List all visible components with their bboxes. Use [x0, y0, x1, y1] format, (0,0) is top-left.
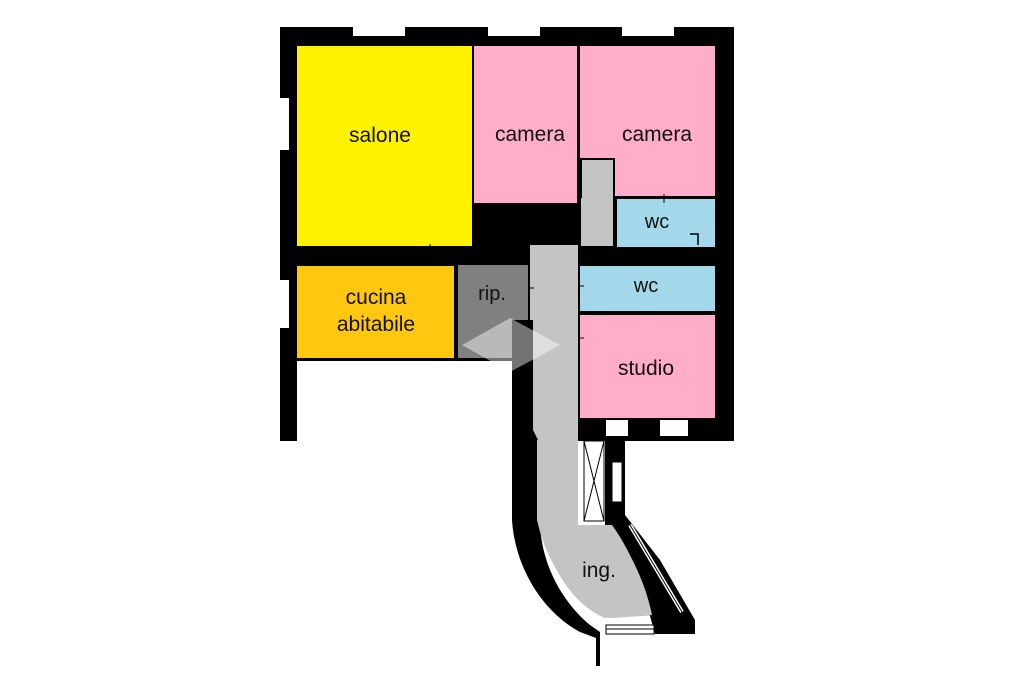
shaft-cross-2	[583, 440, 605, 522]
window-studio-bottom-2	[660, 420, 688, 436]
label-wc-1: wc	[644, 211, 669, 233]
window-salone-left	[280, 98, 289, 150]
window-salone-top	[353, 27, 405, 36]
window-studio-bottom-1	[606, 420, 628, 436]
label-camera-1: camera	[495, 123, 565, 146]
label-studio: studio	[618, 357, 674, 380]
window-camera2-top	[622, 27, 674, 36]
entrance-window-line-2	[629, 524, 683, 613]
wc-1-step	[690, 233, 699, 245]
label-cucina-line1: cucina	[346, 286, 407, 309]
exterior-below-left	[297, 382, 512, 442]
watermark-logo	[462, 318, 560, 372]
corridor-niche-inner	[582, 160, 613, 246]
corridor-south	[530, 245, 578, 440]
entrance-hall-fill	[540, 440, 652, 618]
window-camera1-top	[488, 27, 540, 36]
label-camera-2: camera	[622, 123, 692, 146]
west-wall-extension	[280, 355, 297, 382]
label-cucina-line2: abitabile	[337, 313, 415, 336]
room-cucina	[297, 266, 454, 358]
shaft-window	[611, 461, 623, 503]
entrance-outer-wall	[512, 320, 600, 666]
label-wc-2: wc	[633, 275, 658, 297]
label-ripostiglio: rip.	[478, 283, 506, 305]
room-salone	[297, 46, 472, 246]
room-wc-2	[580, 266, 715, 311]
label-ingresso: ing.	[582, 559, 616, 582]
room-camera-1	[474, 46, 577, 203]
label-salone: salone	[349, 124, 411, 147]
window-cucina-left	[280, 280, 289, 328]
room-studio	[580, 315, 715, 418]
entrance-right-wall	[605, 436, 695, 634]
